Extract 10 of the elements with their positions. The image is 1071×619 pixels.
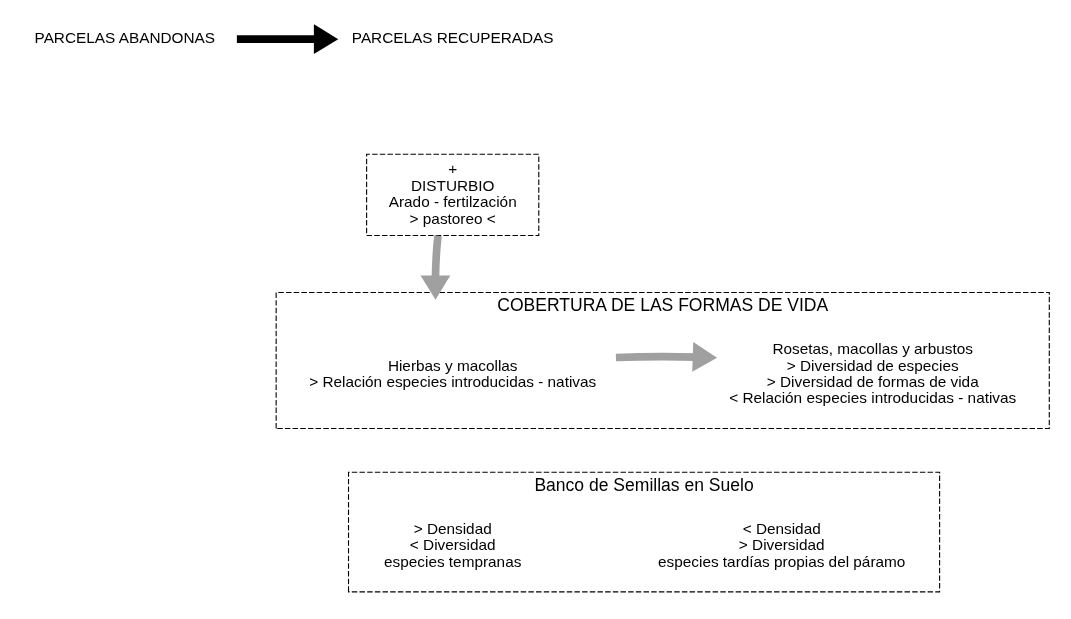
node-text: > Densidad < Diversidad especies tempranas [384,519,522,570]
node-text: Hierbas y macollas > Relación especies introducidas - nativas [309,356,597,390]
node-text: PARCELAS RECUPERADAS [351,28,554,46]
arrow [615,341,718,372]
arrow [420,234,451,300]
node-text: < Densidad > Diversidad especies tardías propias del páramo [658,519,906,570]
node-text: PARCELAS ABANDONAS [34,28,216,46]
node-box: + DISTURBIO Arado - fertilzación > pastoreo < [366,153,540,236]
arrow [236,23,339,54]
node-text: Rosetas, macollas y arbustos > Diversidad de especies > Diversidad de formas de vida < Relación especies introducidas - nativas [729,339,1017,406]
